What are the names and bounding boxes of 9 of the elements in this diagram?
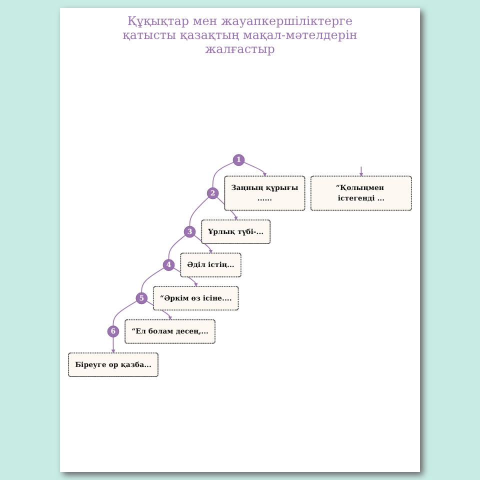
arrow (359, 166, 364, 177)
connector (189, 196, 210, 226)
connector (141, 268, 164, 293)
title: Құқықтар мен жауапкершіліктерге қатысты қазақтың мақал-мәтелдерін жалғастыр (122, 14, 358, 56)
arrow (244, 162, 267, 177)
arrow (111, 336, 116, 354)
connector (212, 162, 234, 188)
connector (168, 234, 186, 260)
connector (112, 300, 138, 326)
